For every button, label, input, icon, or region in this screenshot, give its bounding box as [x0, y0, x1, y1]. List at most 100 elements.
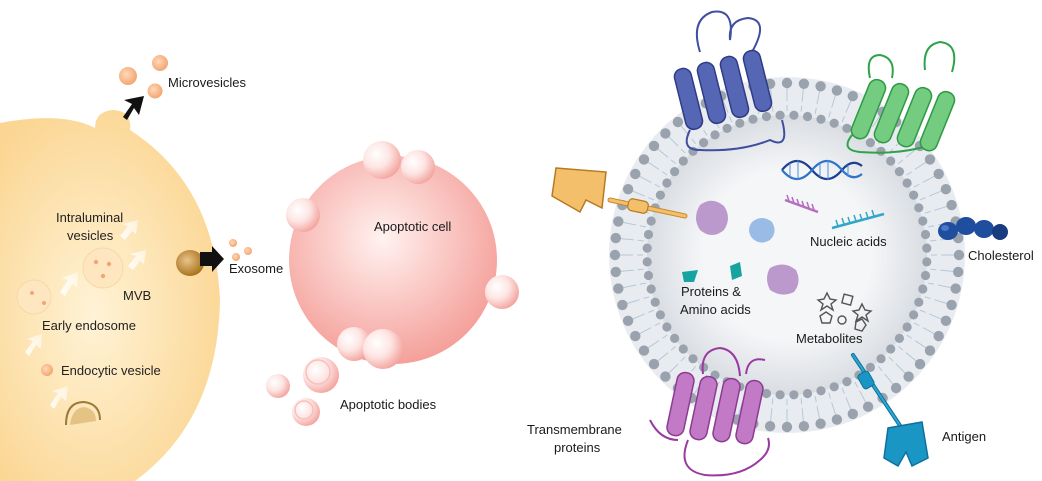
lipid-tail: [647, 161, 668, 176]
lipid-head-inner: [643, 229, 654, 240]
lipid-head-inner: [914, 297, 924, 307]
lipid-tail: [924, 296, 947, 304]
parent-cell: [0, 110, 220, 481]
lipid-head-outer: [798, 78, 810, 90]
lipid-head-outer: [622, 184, 634, 195]
lipid-head-outer: [831, 414, 843, 425]
lipid-head-outer: [781, 77, 793, 89]
lipid-head-outer: [630, 168, 641, 180]
lipid-head-outer: [660, 128, 671, 139]
lipid-head-outer: [862, 401, 874, 412]
lipid-head-inner: [802, 111, 813, 122]
lipid-head-inner: [894, 333, 905, 343]
lipid-head-outer: [781, 421, 793, 433]
lipid-head-inner: [650, 297, 660, 307]
exosome-release: [176, 239, 252, 276]
lipid-tail: [639, 175, 661, 188]
label-transmembrane-2: proteins: [554, 440, 601, 455]
lipid-head-outer: [638, 345, 650, 356]
lipid-head-outer: [914, 358, 926, 370]
lipid-head-outer: [613, 283, 624, 294]
lipid-head-outer: [648, 358, 660, 370]
label-transmembrane-1: Transmembrane: [527, 422, 622, 437]
label-proteins-1: Proteins &: [681, 284, 741, 299]
lipid-tail: [639, 322, 661, 335]
purple-transmembrane-protein: [649, 346, 770, 477]
lipid-head-inner: [646, 216, 656, 226]
lipid-head-outer: [622, 315, 634, 326]
lipid-tail: [620, 268, 644, 272]
label-proteins-2: Amino acids: [680, 302, 751, 317]
lipid-tail: [814, 396, 821, 419]
protein-blob-icons: [682, 200, 799, 295]
lipid-head-inner: [699, 138, 709, 148]
lipid-head-inner: [655, 310, 666, 320]
lipid-tail: [828, 95, 836, 118]
lipid-head-outer: [903, 371, 914, 382]
trafficking-arrows: [25, 220, 146, 409]
lipid-tail: [632, 190, 655, 201]
lipid-tail: [897, 346, 917, 362]
rna-strand-icon: [831, 209, 885, 230]
lipid-tail: [623, 221, 646, 228]
lipid-tail: [854, 381, 867, 403]
lipid-head-outer: [672, 116, 684, 128]
lipid-tail: [620, 238, 644, 242]
lipid-tail: [657, 346, 677, 362]
apoptotic-cell: [286, 141, 519, 369]
lipid-head-outer: [940, 184, 952, 195]
lipid-tail: [770, 88, 774, 112]
lipid-head-outer: [610, 266, 621, 278]
lipid-head-outer: [610, 232, 621, 244]
lipid-tail: [722, 100, 733, 123]
lipid-head-inner: [920, 229, 931, 240]
antigen-molecule: [851, 353, 929, 468]
microvesicle-arrow: [123, 96, 144, 120]
lipid-head-inner: [865, 362, 876, 372]
lipid-tail: [924, 206, 947, 214]
lipid-tail: [919, 190, 942, 201]
lipid-tail: [770, 398, 774, 422]
label-intraluminal-1: Intraluminal: [56, 210, 123, 225]
lipid-head-inner: [865, 138, 876, 148]
label-mvb: MVB: [123, 288, 151, 303]
lipid-head-inner: [735, 118, 745, 128]
labels: Microvesicles Intraluminal vesicles MVB …: [42, 75, 1034, 455]
lipid-tail: [897, 148, 917, 164]
lipid-tail: [647, 334, 668, 349]
metabolite-shapes-icon: [816, 291, 873, 332]
lipid-head-inner: [922, 257, 932, 267]
lipid-head-outer: [933, 168, 944, 180]
dna-helix-icon: [781, 159, 863, 181]
lipid-head-inner: [678, 156, 688, 166]
lipid-head-inner: [918, 284, 928, 294]
label-exosome: Exosome: [229, 261, 283, 276]
lipid-head-outer: [815, 81, 826, 92]
lipid-tail: [800, 88, 804, 112]
lipid-head-outer: [890, 382, 902, 394]
lipid-head-inner: [670, 167, 680, 177]
lipid-head-outer: [648, 140, 660, 152]
orange-receptor: [551, 167, 688, 219]
lipid-head-inner: [829, 118, 839, 128]
lipid-tail: [913, 175, 935, 188]
lipid-tail: [828, 392, 836, 415]
lipid-head-inner: [842, 123, 852, 133]
lipid-head-outer: [630, 330, 641, 342]
label-endocytic-vesicle: Endocytic vesicle: [61, 363, 161, 378]
lipid-tail: [913, 322, 935, 335]
lipid-head-inner: [842, 377, 852, 387]
lipid-tail: [906, 334, 927, 349]
lipid-head-inner: [646, 284, 656, 294]
label-nucleic-acids: Nucleic acids: [810, 234, 887, 249]
lipid-head-inner: [802, 388, 813, 399]
rna-comb-icon: [784, 194, 819, 214]
lipid-tail: [623, 282, 646, 289]
lipid-head-inner: [688, 354, 698, 364]
lipid-head-outer: [617, 299, 628, 311]
lipid-head-outer: [940, 315, 952, 326]
lipid-head-inner: [789, 390, 799, 400]
lipid-head-inner: [789, 110, 799, 120]
lipid-tail: [668, 356, 686, 374]
